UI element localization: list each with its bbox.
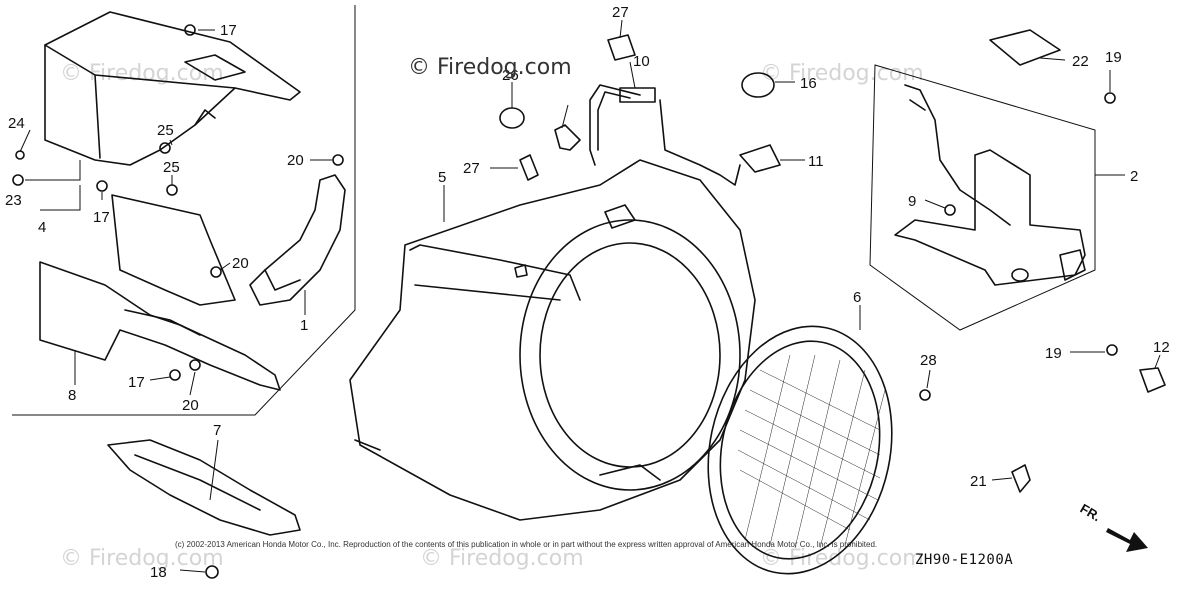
callout-20: 20 — [232, 255, 249, 272]
callout-27: 27 — [463, 160, 480, 177]
callout-11: 11 — [808, 153, 824, 170]
callout-25: 25 — [157, 122, 174, 139]
callout-16: 16 — [800, 75, 817, 92]
callout-26: 26 — [502, 67, 519, 84]
callout-6: 6 — [853, 289, 861, 306]
callout-8: 8 — [68, 387, 76, 404]
callout-1: 1 — [300, 317, 308, 334]
callout-10: 10 — [633, 53, 650, 70]
watermark-text: © Firedog.com — [408, 55, 572, 80]
control-bracket-part-2 — [894, 84, 1086, 286]
svg-text:© Firedog.com: © Firedog.com — [420, 546, 584, 571]
callout-19: 19 — [1045, 345, 1062, 362]
left-group-outline — [12, 5, 356, 416]
fan-cover-part-5 — [349, 159, 756, 521]
callout-22: 22 — [1072, 53, 1089, 70]
front-direction-arrow — [1106, 528, 1148, 552]
callout-19: 19 — [1105, 49, 1122, 66]
callout-17: 17 — [93, 209, 110, 226]
callout-21: 21 — [970, 473, 987, 490]
callout-25: 25 — [163, 159, 180, 176]
callout-24: 24 — [8, 115, 25, 132]
callout-17: 17 — [128, 374, 145, 391]
callout-23: 23 — [5, 192, 22, 209]
callout-20: 20 — [287, 152, 304, 169]
callout-27: 27 — [612, 4, 629, 21]
callout-4: 4 — [38, 219, 46, 236]
watermark-layer: © Firedog.com © Firedog.com © Firedog.co… — [60, 61, 924, 571]
callout-5: 5 — [438, 169, 446, 186]
svg-text:© Firedog.com: © Firedog.com — [60, 61, 224, 86]
callout-17: 17 — [220, 22, 237, 39]
screen-ring-part-6 — [707, 325, 893, 575]
curved-shroud-part-1 — [249, 174, 346, 306]
copyright-notice: (c) 2002-2013 American Honda Motor Co., … — [175, 540, 878, 549]
svg-text:© Firedog.com: © Firedog.com — [60, 546, 224, 571]
guide-part-7 — [107, 439, 301, 536]
lower-bracket-part-8 — [39, 194, 281, 391]
callout-28: 28 — [920, 352, 937, 369]
callout-9: 9 — [908, 193, 916, 210]
upper-shroud-part-4 — [44, 11, 301, 166]
callout-7: 7 — [213, 422, 221, 439]
callout-18: 18 — [150, 564, 167, 581]
callout-12: 12 — [1153, 339, 1170, 356]
callout-20: 20 — [182, 397, 199, 414]
callout-labels: 17 24 23 4 17 25 25 20 20 1 8 17 20 7 18… — [5, 4, 1170, 581]
leader-lines — [19, 19, 1161, 573]
callout-2: 2 — [1130, 168, 1138, 185]
fasteners — [12, 24, 1166, 579]
right-group-outline — [869, 64, 1096, 331]
wire-harness-part-3 — [554, 84, 741, 186]
diagram-code: ZH90-E1200A — [915, 552, 1014, 568]
